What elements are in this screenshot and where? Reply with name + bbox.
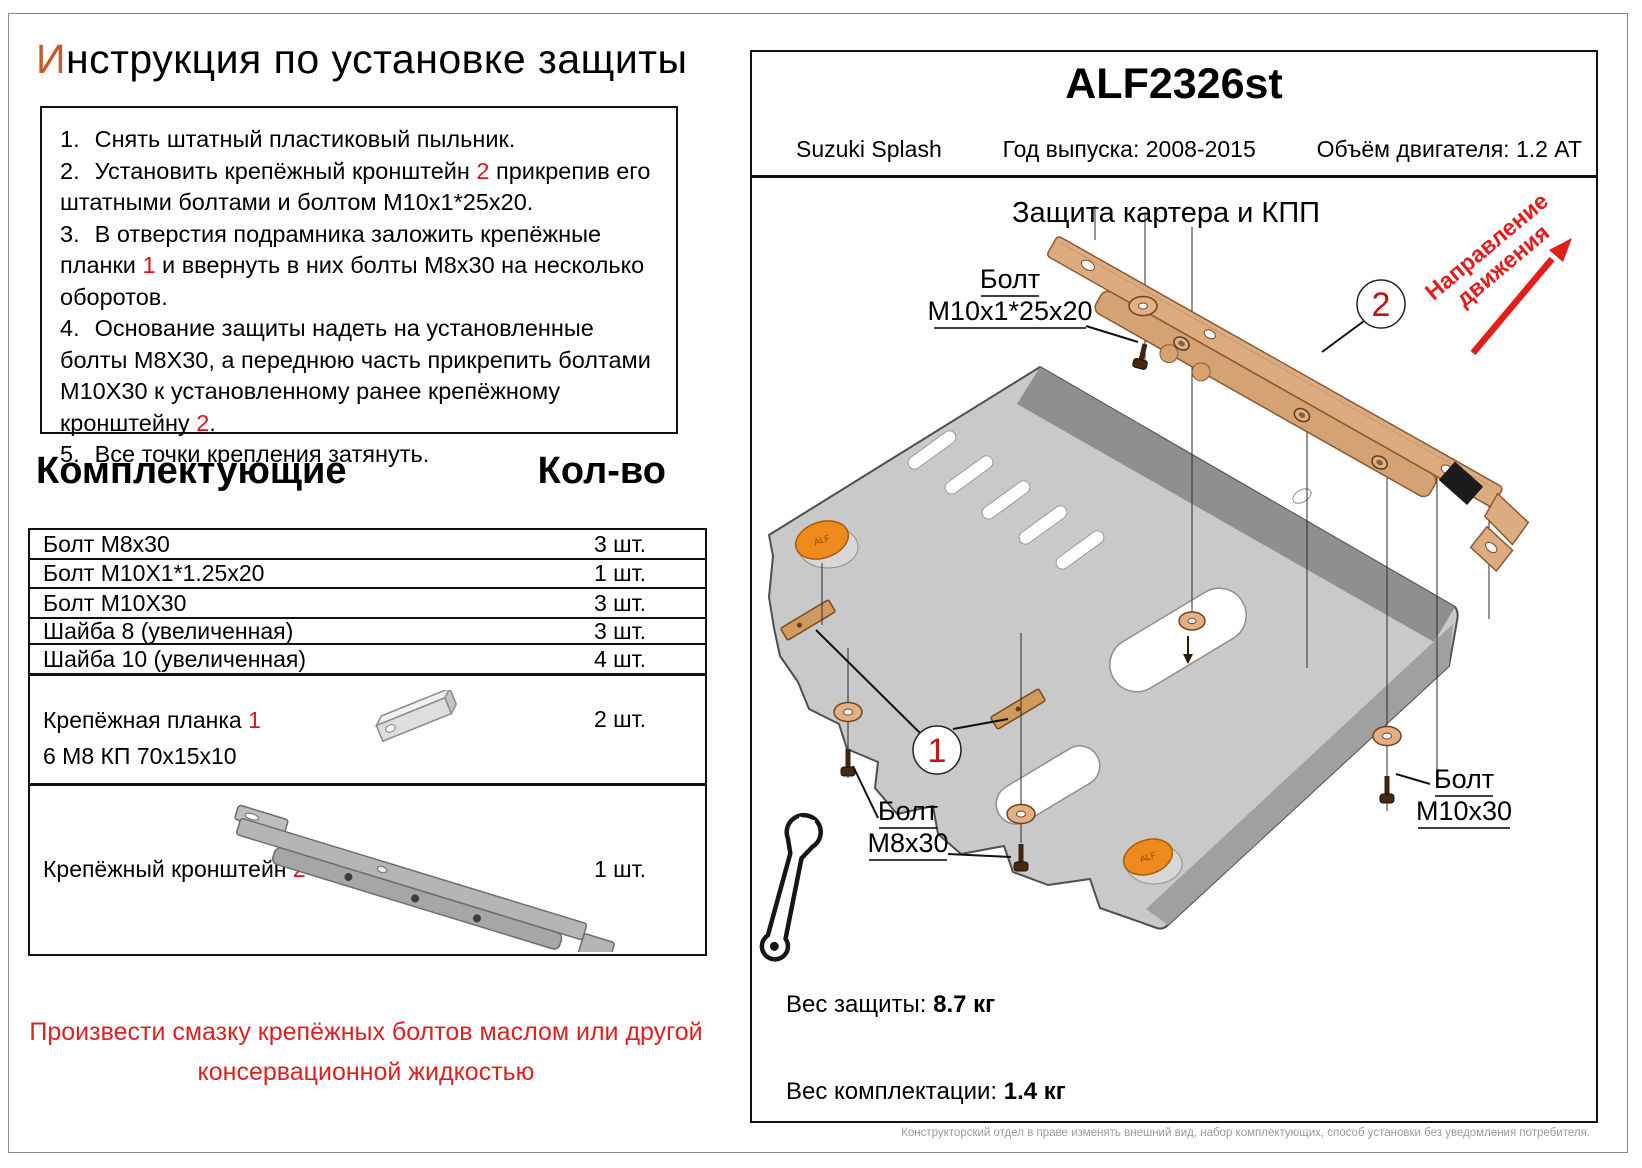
product-code: ALF2326st: [1065, 60, 1283, 108]
callout-1: 1: [912, 725, 962, 775]
center-bolt-tick: [1183, 636, 1193, 664]
svg-text:2: 2: [1372, 286, 1391, 324]
production-years: Год выпуска: 2008-2015: [1002, 136, 1256, 162]
panel-header: ALF2326st Suzuki Splash Год выпуска: 200…: [752, 52, 1596, 178]
label-bolt-m10-word: Болт: [1434, 764, 1494, 794]
step-3: 3.В отверстия подрамника заложить крепёж…: [60, 220, 645, 310]
flange-hole: [1180, 417, 1200, 433]
manufacturer-disclaimer: Конструкторский отдел в праве изменять в…: [901, 1127, 1590, 1139]
logo-plug-right: ALF: [1122, 838, 1183, 885]
callout-2: 2: [1356, 279, 1406, 329]
leader-lines: [815, 320, 1431, 858]
components-heading: Комплектующие: [36, 450, 347, 492]
step-5: 5.Все точки крепления затянуть.: [60, 441, 430, 467]
page-title: Инструкция по установке защиты: [36, 36, 688, 83]
engine-volume: Объём двигателя: 1.2 AT: [1316, 136, 1582, 162]
bracket-name: Крепёжный кронштейн 2: [43, 856, 306, 882]
bracket-black-wedge: [1438, 461, 1484, 506]
installation-steps-box: 1.Снять штатный пластиковый пыльник. 2.У…: [40, 106, 678, 467]
bolts: [840, 343, 1395, 872]
bolt-labels: Болт М10х1*25х20 Болт М8х30 Болт М10х30: [867, 264, 1512, 858]
components-heading-row: Комплектующие Кол-во: [36, 450, 666, 493]
car-model: Suzuki Splash: [796, 136, 942, 162]
step-2: 2.Установить крепёжный кронштейн 2 прикр…: [60, 157, 651, 216]
plate-right-flange: [1146, 624, 1453, 925]
plank-size: 6 М8 КП 70х15х10: [43, 743, 237, 769]
plank-name: Крепёжная планка 1: [43, 707, 261, 733]
title-accent-letter: И: [36, 36, 66, 82]
spec-kit-weight: Вес комплектации: 1.4 кг: [786, 1078, 1066, 1105]
table-row: Шайба 8 (увеличенная)3 шт.: [30, 619, 705, 645]
svg-text:1: 1: [928, 732, 947, 770]
specs-block: Вес защиты: 8.7 кг Вес комплектации: 1.4…: [786, 932, 1130, 1168]
label-bolt-top-size: М10х1*25х20: [927, 296, 1092, 326]
washers: [833, 295, 1402, 825]
vent-slots: [907, 430, 1105, 570]
wrench-icon: [759, 812, 823, 962]
plate-top-flange: [1017, 367, 1455, 642]
title-text: нструкция по установке защиты: [65, 36, 688, 82]
lubrication-warning: Произвести смазку крепёжных болтов масло…: [29, 1018, 703, 1086]
diagram-title: Защита картера и КПП: [1012, 197, 1320, 229]
direction-arrowhead: [1549, 238, 1572, 262]
label-bolt-m8-word: Болт: [878, 796, 938, 826]
plug-text: ALF: [1139, 850, 1158, 865]
spec-weight: Вес защиты: 8.7 кг: [786, 991, 996, 1018]
spec-size: Размер защиты: 840х785х50: [786, 1164, 1130, 1168]
table-row-plank: Крепёжная планка 1 6 М8 КП 70х15х10 2 шт…: [30, 676, 705, 786]
label-bolt-m10-size: М10х30: [1416, 796, 1512, 826]
bracket-bolt-heads: [1173, 336, 1388, 470]
center-oval-hole: [1109, 587, 1247, 693]
plate-hole: [1292, 488, 1312, 504]
plug-text: ALF: [813, 533, 832, 548]
assembly-diagram: Защита картера и КПП: [759, 187, 1572, 962]
direction-arrow: [1470, 256, 1555, 356]
plank-image: [374, 690, 457, 743]
quantity-heading: Кол-во: [537, 450, 666, 492]
label-underlines: [869, 295, 1510, 861]
table-row: Шайба 10 (увеличенная)4 шт.: [30, 645, 705, 676]
step-1: 1.Снять штатный пластиковый пыльник.: [60, 126, 516, 152]
mounting-bracket-illustration: [1047, 236, 1530, 573]
label-bolt-top-word: Болт: [980, 264, 1040, 294]
product-panel: ALF2326st Suzuki Splash Год выпуска: 200…: [750, 50, 1598, 1168]
label-bolt-m8-size: М8х30: [867, 828, 948, 858]
logo-plug-left: ALF: [794, 520, 859, 569]
table-row-bracket: Крепёжный кронштейн 2 1 шт.: [30, 786, 705, 954]
bracket-image: [234, 804, 615, 952]
step-4: 4.Основание защиты надеть на установленн…: [60, 315, 651, 436]
skid-plate-illustration: [768, 366, 1459, 930]
page-border: [8, 13, 1628, 1153]
direction-of-travel: Направление движения: [1420, 187, 1572, 356]
